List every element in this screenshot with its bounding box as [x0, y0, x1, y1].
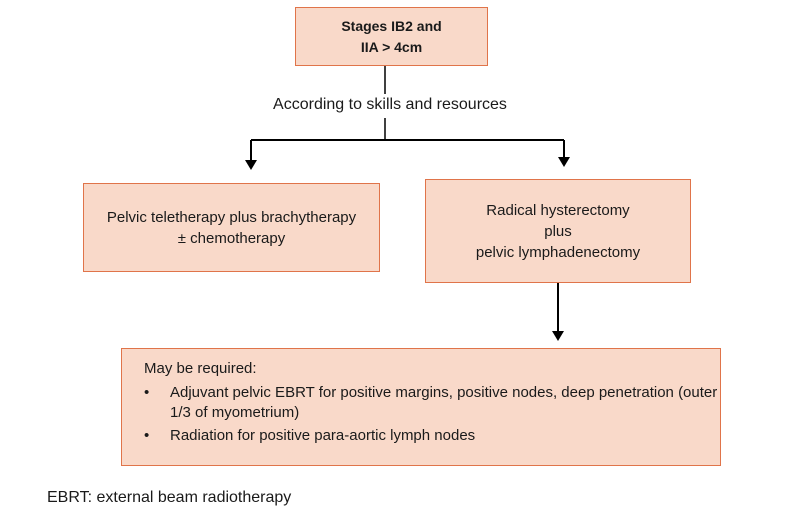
- teletherapy-line-1: Pelvic teletherapy plus brachytherapy: [106, 208, 357, 226]
- footnote: EBRT: external beam radiotherapy: [47, 489, 292, 506]
- bullet-icon: •: [144, 384, 150, 401]
- arrowhead-left: [245, 160, 257, 170]
- teletherapy-line-2: ± chemotherapy: [177, 229, 286, 247]
- may-be-required-heading: May be required:: [144, 360, 257, 377]
- requirement-list: • Adjuvant pelvic EBRT for positive marg…: [144, 383, 720, 446]
- teletherapy-box: Pelvic teletherapy plus brachytherapy ± …: [83, 183, 380, 272]
- list-item: • Radiation for positive para-aortic lym…: [144, 426, 720, 446]
- arrowhead-right: [558, 157, 570, 167]
- bullet-icon: •: [144, 427, 150, 444]
- hysterectomy-line-2: plus: [544, 222, 572, 240]
- hysterectomy-box: Radical hysterectomy plus pelvic lymphad…: [425, 179, 691, 283]
- hysterectomy-line-1: Radical hysterectomy: [486, 201, 630, 219]
- list-item-text: Radiation for positive para-aortic lymph…: [170, 427, 476, 444]
- list-item: • Adjuvant pelvic EBRT for positive marg…: [144, 383, 720, 423]
- hysterectomy-line-3: pelvic lymphadenectomy: [475, 243, 641, 261]
- branch-label: According to skills and resources: [240, 94, 540, 116]
- stage-box: Stages IB2 and IIA > 4cm: [295, 7, 488, 66]
- stage-line-1: Stages IB2 and: [341, 17, 442, 34]
- list-item-text: Adjuvant pelvic EBRT for positive margin…: [170, 384, 718, 421]
- stage-line-2: IIA > 4cm: [360, 38, 423, 55]
- arrowhead-bottom: [552, 331, 564, 341]
- may-be-required-box: May be required: • Adjuvant pelvic EBRT …: [121, 348, 721, 466]
